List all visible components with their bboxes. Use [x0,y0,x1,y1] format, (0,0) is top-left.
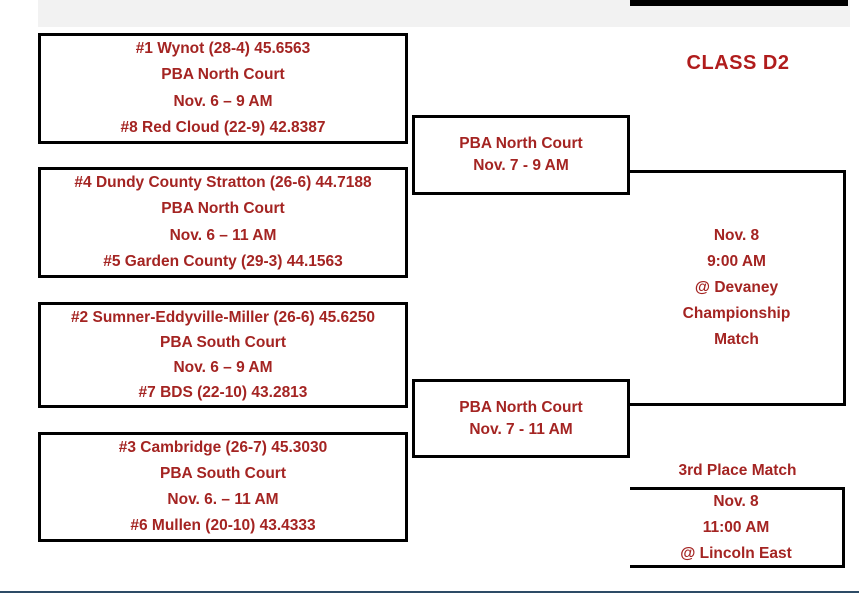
team-bottom: #8 Red Cloud (22-9) 42.8387 [120,118,326,136]
top-black-bar [630,0,848,6]
third-place-box: Nov. 8 11:00 AM @ Lincoln East [630,487,845,568]
team-top: #3 Cambridge (26-7) 45.3030 [118,439,328,456]
semifinal-box-2: PBA North Court Nov. 7 - 11 AM [412,379,630,458]
date-time: Nov. 6 – 9 AM [173,358,273,376]
class-title: CLASS D2 [686,52,790,74]
championship-time: 9:00 AM [707,253,766,270]
court-label: PBA North Court [161,200,285,218]
court-label: PBA South Court [160,465,286,482]
championship-label-line2: Match [714,331,759,348]
team-bottom: #7 BDS (22-10) 43.2813 [138,383,308,401]
matchup-box-2: #4 Dundy County Stratton (26-6) 44.7188 … [38,167,408,278]
third-place-date: Nov. 8 [713,492,759,510]
matchup-box-4: #3 Cambridge (26-7) 45.3030 PBA South Co… [38,432,408,542]
date-time: Nov. 6 – 9 AM [173,92,273,110]
third-place-venue: @ Lincoln East [680,544,792,562]
matchup-box-3: #2 Sumner-Eddyville-Miller (26-6) 45.625… [38,302,408,408]
bottom-rule [0,591,859,593]
team-top: #2 Sumner-Eddyville-Miller (26-6) 45.625… [70,308,376,326]
court-label: PBA South Court [160,333,286,351]
court-label: PBA North Court [459,135,583,152]
date-time: Nov. 6. – 11 AM [167,491,279,508]
date-time: Nov. 6 – 11 AM [169,226,277,244]
date-time: Nov. 7 - 9 AM [473,157,569,174]
date-time: Nov. 7 - 11 AM [469,420,573,438]
championship-label-line1: Championship [682,305,791,322]
championship-venue: @ Devaney [694,279,779,296]
court-label: PBA North Court [161,66,285,84]
team-bottom: #5 Garden County (29-3) 44.1563 [103,252,343,270]
championship-bracket: Nov. 8 9:00 AM @ Devaney Championship Ma… [630,170,846,406]
championship-date: Nov. 8 [713,227,760,244]
team-top: #4 Dundy County Stratton (26-6) 44.7188 [74,174,372,192]
court-label: PBA North Court [459,398,583,416]
matchup-box-1: #1 Wynot (28-4) 45.6563 PBA North Court … [38,33,408,144]
team-top: #1 Wynot (28-4) 45.6563 [135,40,311,58]
third-place-time: 11:00 AM [702,518,770,536]
third-place-heading: 3rd Place Match [678,462,797,479]
semifinal-box-1: PBA North Court Nov. 7 - 9 AM [412,115,630,195]
team-bottom: #6 Mullen (20-10) 43.4333 [130,517,316,534]
